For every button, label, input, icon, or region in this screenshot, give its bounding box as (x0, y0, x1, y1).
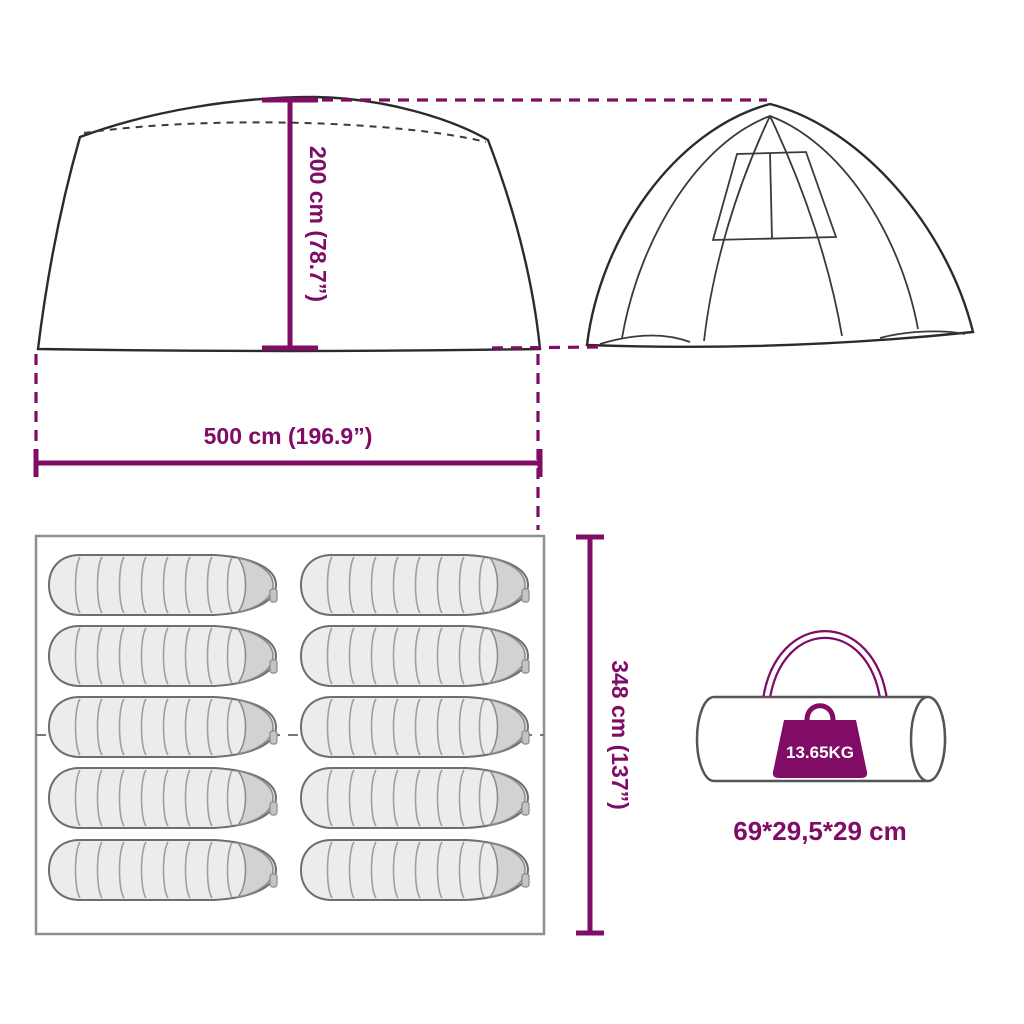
weight-tag-handle (804, 703, 836, 721)
carry-bag-end-cap (909, 695, 947, 783)
weight-tag-body (772, 720, 868, 778)
tent-side-window-seam (769, 152, 773, 240)
carry-bag-handle-outer (761, 630, 889, 703)
carry-bag: 13.65KG 69*29,5*29 cm (695, 630, 947, 846)
sleeping-bag (300, 839, 530, 901)
weight-tag: 13.65KG (772, 703, 868, 778)
sleeping-bag (48, 839, 278, 901)
carry-bag-handle-inner (763, 632, 887, 703)
tent-side-pole-right (769, 115, 843, 337)
tent-side-view (585, 102, 975, 349)
tent-front-outline (36, 95, 542, 353)
tent-side-window (711, 151, 838, 241)
sleeping-bag (300, 696, 530, 758)
sleeping-bag (48, 554, 278, 616)
carry-bag-size-label: 69*29,5*29 cm (733, 816, 906, 846)
height-dimension-label: 200 cm (78.7”) (305, 146, 331, 302)
tent-side-ground-skirt-left (599, 334, 691, 345)
tent-side-ground-skirt-right (879, 330, 966, 339)
height-dimension: 200 cm (78.7”) (262, 97, 331, 351)
sleeping-bag (300, 625, 530, 687)
tent-side-outline (585, 102, 975, 349)
sleeping-bag (48, 696, 278, 758)
depth-dimension: 348 cm (137”) (576, 534, 633, 936)
dashed-line-base (491, 345, 603, 350)
sleeping-bag (300, 767, 530, 829)
width-dimension-label: 500 cm (196.9”) (204, 423, 373, 449)
tent-front-view (36, 95, 542, 353)
sleeping-bag (48, 625, 278, 687)
depth-dimension-label: 348 cm (137”) (607, 660, 633, 810)
weight-label: 13.65KG (786, 743, 854, 762)
tent-side-pole-left (703, 115, 771, 342)
floor-plan (34, 534, 546, 936)
tent-front-seam-dashed (83, 121, 487, 143)
sleeping-bag (300, 554, 530, 616)
sleeping-bag (48, 767, 278, 829)
width-dimension: 500 cm (196.9”) (33, 423, 543, 477)
projection-dashed-lines (34, 98, 767, 530)
tent-side-inner-arch (621, 115, 919, 339)
